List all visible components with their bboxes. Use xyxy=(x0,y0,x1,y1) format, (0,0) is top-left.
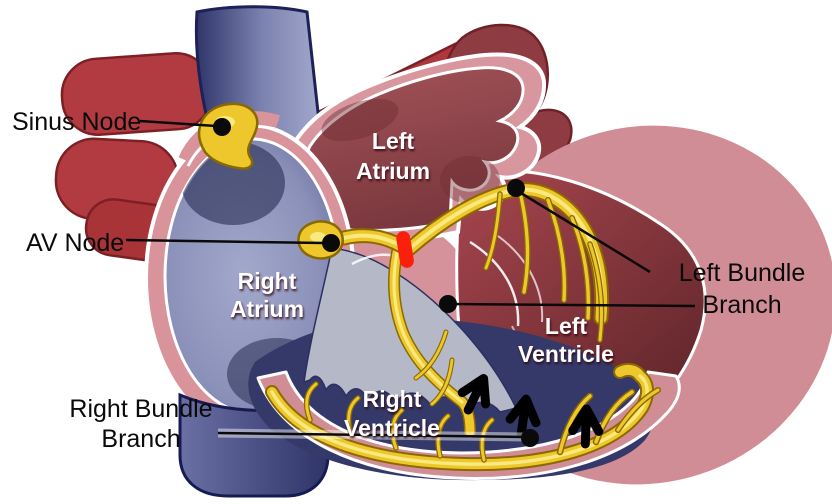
left-ventricle-label-line2: Ventricle xyxy=(518,341,614,367)
left-bundle-leader-2 xyxy=(448,302,696,308)
left-bundle-branch-label-line2: Branch xyxy=(702,291,781,319)
sinus-node-label: Sinus Node xyxy=(12,108,141,136)
right-atrium-label-line1: Right xyxy=(238,268,297,294)
av-node-label: AV Node xyxy=(26,229,124,257)
impulse-highlight xyxy=(396,231,414,268)
sinus-node-dot xyxy=(213,118,231,136)
right-bundle-leader xyxy=(217,431,525,439)
left-atrium-label-line2: Atrium xyxy=(356,158,430,184)
chordae-tendineae xyxy=(303,247,518,413)
left-bundle-branch-label-line1: Left Bundle xyxy=(679,259,806,287)
sinus-node-leader xyxy=(139,119,217,128)
right-bundle-branch-label-line2: Branch xyxy=(101,425,180,453)
right-ventricle-label-line1: Right xyxy=(363,386,422,412)
right-ventricle-label-line2: Ventricle xyxy=(344,415,440,441)
right-atrium-label-line2: Atrium xyxy=(230,296,304,322)
left-atrium-label-line1: Left xyxy=(372,128,415,154)
av-node-dot xyxy=(322,234,340,252)
right-bundle-dot xyxy=(521,429,539,447)
left-bundle-dot-1 xyxy=(507,179,525,197)
av-node-leader xyxy=(125,238,325,245)
impulse-direction-arrows xyxy=(457,374,604,449)
callout-pointers xyxy=(125,118,696,447)
left-bundle-leader-1 xyxy=(515,188,651,274)
conduction-system xyxy=(197,102,661,472)
left-ventricle-label-line1: Left xyxy=(545,313,588,339)
right-bundle-branch-label-line1: Right Bundle xyxy=(69,395,212,423)
left-bundle-dot-2 xyxy=(439,295,457,313)
